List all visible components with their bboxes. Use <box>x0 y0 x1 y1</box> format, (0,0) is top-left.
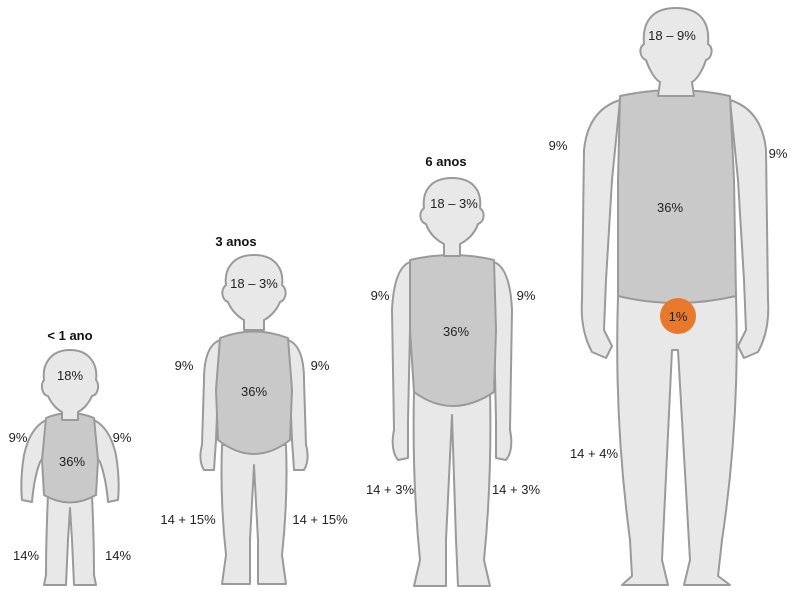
age3-trunk-label: 36% <box>241 384 267 399</box>
age6-title: 6 anos <box>425 154 466 169</box>
age6-arm-right-label: 9% <box>517 288 536 303</box>
infant-title: < 1 ano <box>47 328 92 343</box>
figure-infant: < 1 ano 18% 9% 9% 36% 14% 14% <box>9 328 132 585</box>
age3-leg-right-label: 14 + 15% <box>292 512 348 527</box>
age3-arm-left-label: 9% <box>175 358 194 373</box>
adult-genital-label: 1% <box>669 309 688 324</box>
age3-head-label: 18 – 3% <box>230 276 278 291</box>
adult-trunk-label: 36% <box>657 200 683 215</box>
adult-arm-left <box>582 100 620 358</box>
age3-leg-left-label: 14 + 15% <box>160 512 216 527</box>
age3-legs <box>222 445 287 584</box>
infant-head-label: 18% <box>57 368 83 383</box>
age6-trunk-label: 36% <box>443 324 469 339</box>
adult-trunk <box>618 90 736 303</box>
age6-leg-left-label: 14 + 3% <box>366 482 415 497</box>
age3-arm-right-label: 9% <box>311 358 330 373</box>
age6-arm-left-label: 9% <box>371 288 390 303</box>
adult-head-label: 18 – 9% <box>648 28 696 43</box>
infant-arm-right-label: 9% <box>113 430 132 445</box>
adult-legs <box>617 296 737 585</box>
age3-head <box>222 255 285 330</box>
infant-leg-left-label: 14% <box>13 548 39 563</box>
age6-arm-left <box>392 262 410 460</box>
age6-leg-right-label: 14 + 3% <box>492 482 541 497</box>
infant-arm-left-label: 9% <box>9 430 28 445</box>
figure-age3: 3 anos 18 – 3% 9% 9% 36% 14 + 15% 14 + 1… <box>160 234 348 584</box>
figure-adult: 1% 18 – 9% 9% 9% 36% 14 + 4% <box>549 8 788 585</box>
age6-head <box>420 178 483 256</box>
figure-age6: 6 anos 18 – 3% 9% 9% 36% 14 + 3% 14 + 3% <box>366 154 541 586</box>
infant-trunk-label: 36% <box>59 454 85 469</box>
adult-arm-right-label: 9% <box>769 146 788 161</box>
adult-arm-left-label: 9% <box>549 138 568 153</box>
infant-leg-right-label: 14% <box>105 548 131 563</box>
adult-head <box>640 8 711 96</box>
age3-title: 3 anos <box>215 234 256 249</box>
age6-legs <box>414 390 491 586</box>
adult-leg-left-label: 14 + 4% <box>570 446 619 461</box>
infant-legs <box>44 495 96 585</box>
age6-head-label: 18 – 3% <box>430 196 478 211</box>
infant-head <box>42 350 98 420</box>
age6-arm-right <box>494 262 512 460</box>
